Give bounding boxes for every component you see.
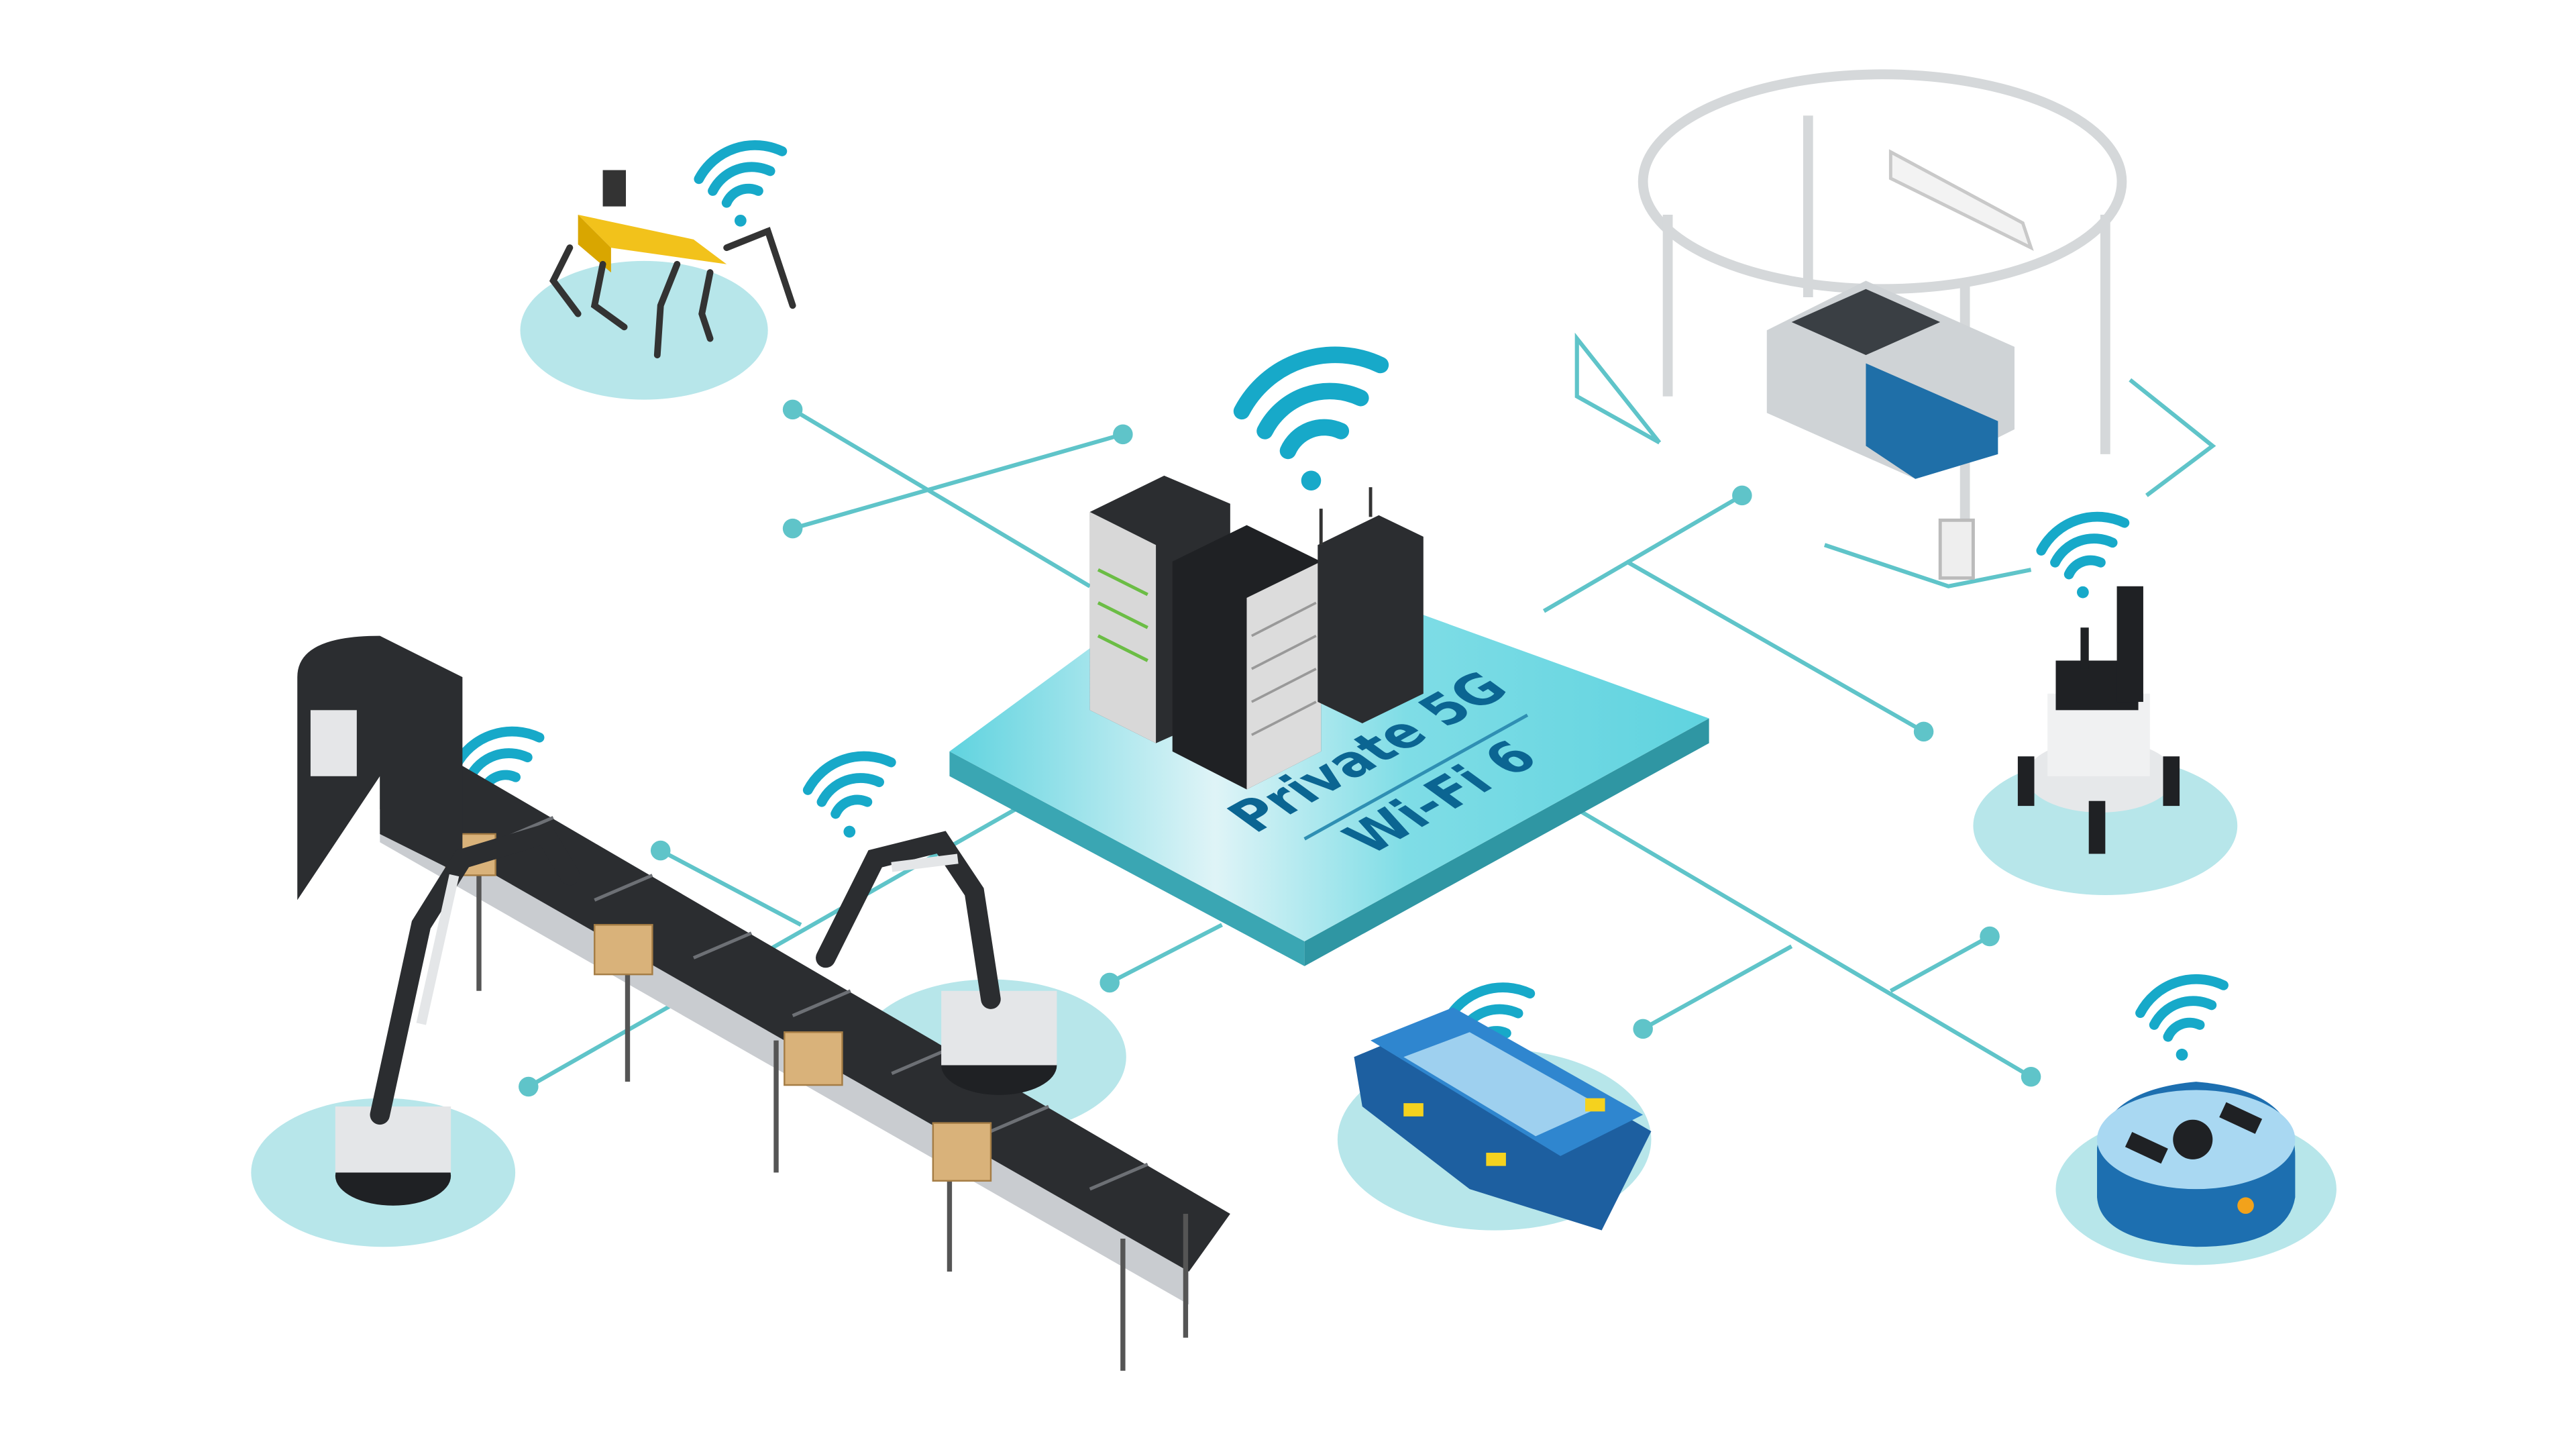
robot-dog-icon xyxy=(549,170,796,359)
wifi-icon xyxy=(2141,979,2224,1060)
mobile-manipulator-icon xyxy=(2017,586,2180,854)
wifi-icon xyxy=(699,145,782,226)
scanner-gate-icon xyxy=(297,635,463,900)
server-rack-icon xyxy=(1089,475,1424,790)
connection-nodes xyxy=(519,399,2041,1097)
agv-icon xyxy=(1354,1007,1652,1231)
robotic-arm-icon xyxy=(335,822,580,1206)
wifi-icon xyxy=(2041,517,2125,598)
robotic-arm-icon xyxy=(816,831,1057,1095)
vehicle-icon xyxy=(1766,280,2015,479)
wifi-icon xyxy=(1242,355,1381,490)
amr-robot-icon xyxy=(2097,1082,2296,1247)
conveyor-belt-icon xyxy=(380,751,1230,1371)
wifi-icon xyxy=(808,756,891,837)
